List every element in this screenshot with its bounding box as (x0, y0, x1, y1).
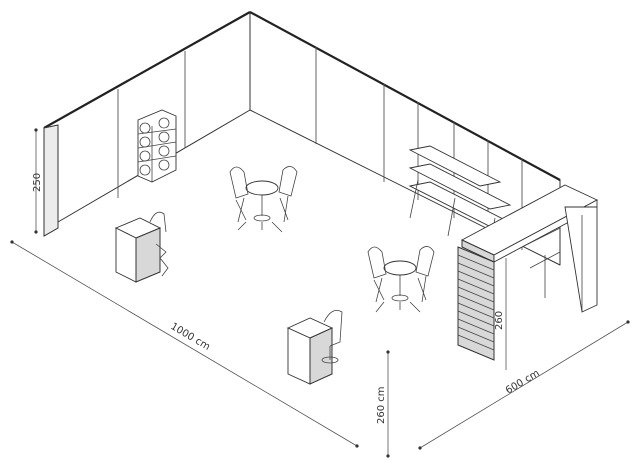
dim-structure-height: 260 (494, 258, 507, 370)
cube-shelf (137, 109, 177, 183)
floor (58, 110, 560, 390)
wall-shelves (408, 145, 517, 256)
dim-label-height: 260 cm (376, 386, 387, 424)
dim-wall-height: 250 (32, 128, 43, 234)
dim-label-width: 600 cm (504, 368, 542, 397)
overhead-structure (457, 184, 599, 361)
dim-label-structure-height: 260 (494, 311, 505, 330)
counter-front (286, 309, 343, 385)
counter-left (114, 211, 169, 283)
table-set-back (229, 166, 298, 233)
dim-label-wall-height: 250 (32, 173, 43, 192)
dim-width: 600 cm (418, 320, 630, 450)
table-set-front (367, 246, 435, 313)
slatted-panel (457, 246, 495, 361)
dim-label-length: 1000 cm (168, 321, 211, 353)
dim-height: 260 cm (376, 350, 390, 458)
